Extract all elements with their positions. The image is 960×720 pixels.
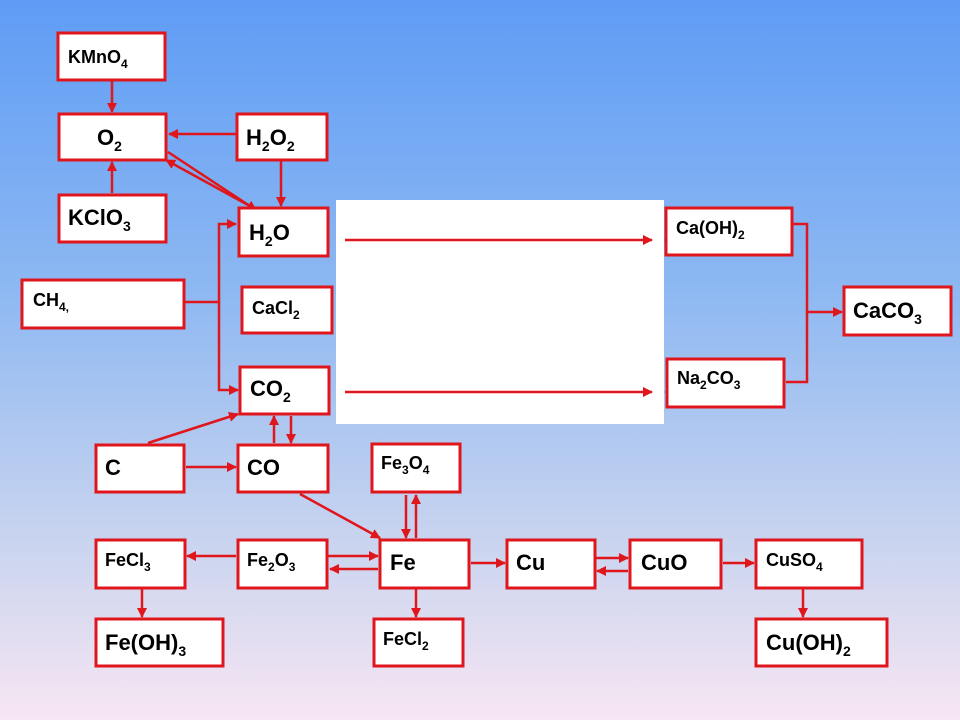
node-feoh3: Fe(OH)3 xyxy=(94,617,225,668)
node-cu: Cu xyxy=(505,538,597,590)
node-o2: O2 xyxy=(57,112,168,162)
edge-caoh2-caco3 xyxy=(793,222,843,317)
node-co: CO xyxy=(236,443,330,494)
svg-text:Fe: Fe xyxy=(390,550,416,575)
svg-text:H2O: H2O xyxy=(249,220,290,249)
svg-text:KMnO4: KMnO4 xyxy=(68,47,128,71)
node-h2o: H2O xyxy=(237,206,330,258)
node-kclo3: KClO3 xyxy=(57,193,168,244)
svg-text:KClO3: KClO3 xyxy=(68,205,131,234)
edge-co-fe xyxy=(299,492,381,540)
svg-text:CuSO4: CuSO4 xyxy=(766,550,823,574)
node-co2: CO2 xyxy=(238,365,331,416)
node-ch4: CH4, xyxy=(20,278,186,330)
node-cuoh2: Cu(OH)2 xyxy=(754,617,889,668)
node-fe2o3: Fe2O3 xyxy=(236,538,329,590)
blank-panel xyxy=(336,200,664,424)
svg-text:Cu(OH)2: Cu(OH)2 xyxy=(766,630,851,659)
svg-text:CO2: CO2 xyxy=(250,376,291,405)
svg-text:CuO: CuO xyxy=(641,550,687,575)
node-fecl3: FeCl3 xyxy=(94,538,187,590)
node-na2co3: Na2CO3 xyxy=(665,357,786,409)
edge-ch4-co2 xyxy=(217,302,239,395)
edge-h2o-o2 xyxy=(165,158,249,207)
svg-text:C: C xyxy=(105,455,121,480)
svg-text:Cu: Cu xyxy=(516,550,545,575)
node-caoh2: Ca(OH)2 xyxy=(664,206,794,257)
nodes: KMnO4 O2 H2O2 KClO3 H2O CH4, CaCl2 CO2 xyxy=(20,31,953,668)
node-cuso4: CuSO4 xyxy=(754,538,864,590)
svg-text:FeCl3: FeCl3 xyxy=(105,550,151,574)
svg-text:Fe(OH)3: Fe(OH)3 xyxy=(105,630,186,659)
node-caco3: CaCO3 xyxy=(842,285,953,337)
node-cacl2: CaCl2 xyxy=(240,285,334,335)
svg-text:H2O2: H2O2 xyxy=(246,125,295,154)
svg-text:O2: O2 xyxy=(97,125,122,154)
node-h2o2: H2O2 xyxy=(235,112,329,162)
node-fe3o4: Fe3O4 xyxy=(370,442,462,494)
svg-text:Na2CO3: Na2CO3 xyxy=(677,368,741,392)
svg-text:CH4,: CH4, xyxy=(33,290,69,314)
edge-na2co3-caco3 xyxy=(786,312,809,384)
node-cuo: CuO xyxy=(628,538,723,590)
svg-text:Ca(OH)2: Ca(OH)2 xyxy=(676,218,745,242)
svg-text:Fe2O3: Fe2O3 xyxy=(247,550,296,574)
node-c: C xyxy=(94,443,186,494)
node-fecl2: FeCl2 xyxy=(372,617,465,668)
edge-ch4-h2o xyxy=(185,219,237,304)
svg-text:FeCl2: FeCl2 xyxy=(383,629,429,653)
node-fe: Fe xyxy=(378,538,471,590)
svg-text:Fe3O4: Fe3O4 xyxy=(381,453,430,477)
edge-c-co2 xyxy=(147,412,239,445)
svg-text:CO: CO xyxy=(247,455,280,480)
svg-text:CaCO3: CaCO3 xyxy=(853,298,922,327)
svg-text:CaCl2: CaCl2 xyxy=(252,298,300,322)
node-kmno4: KMnO4 xyxy=(56,31,167,82)
